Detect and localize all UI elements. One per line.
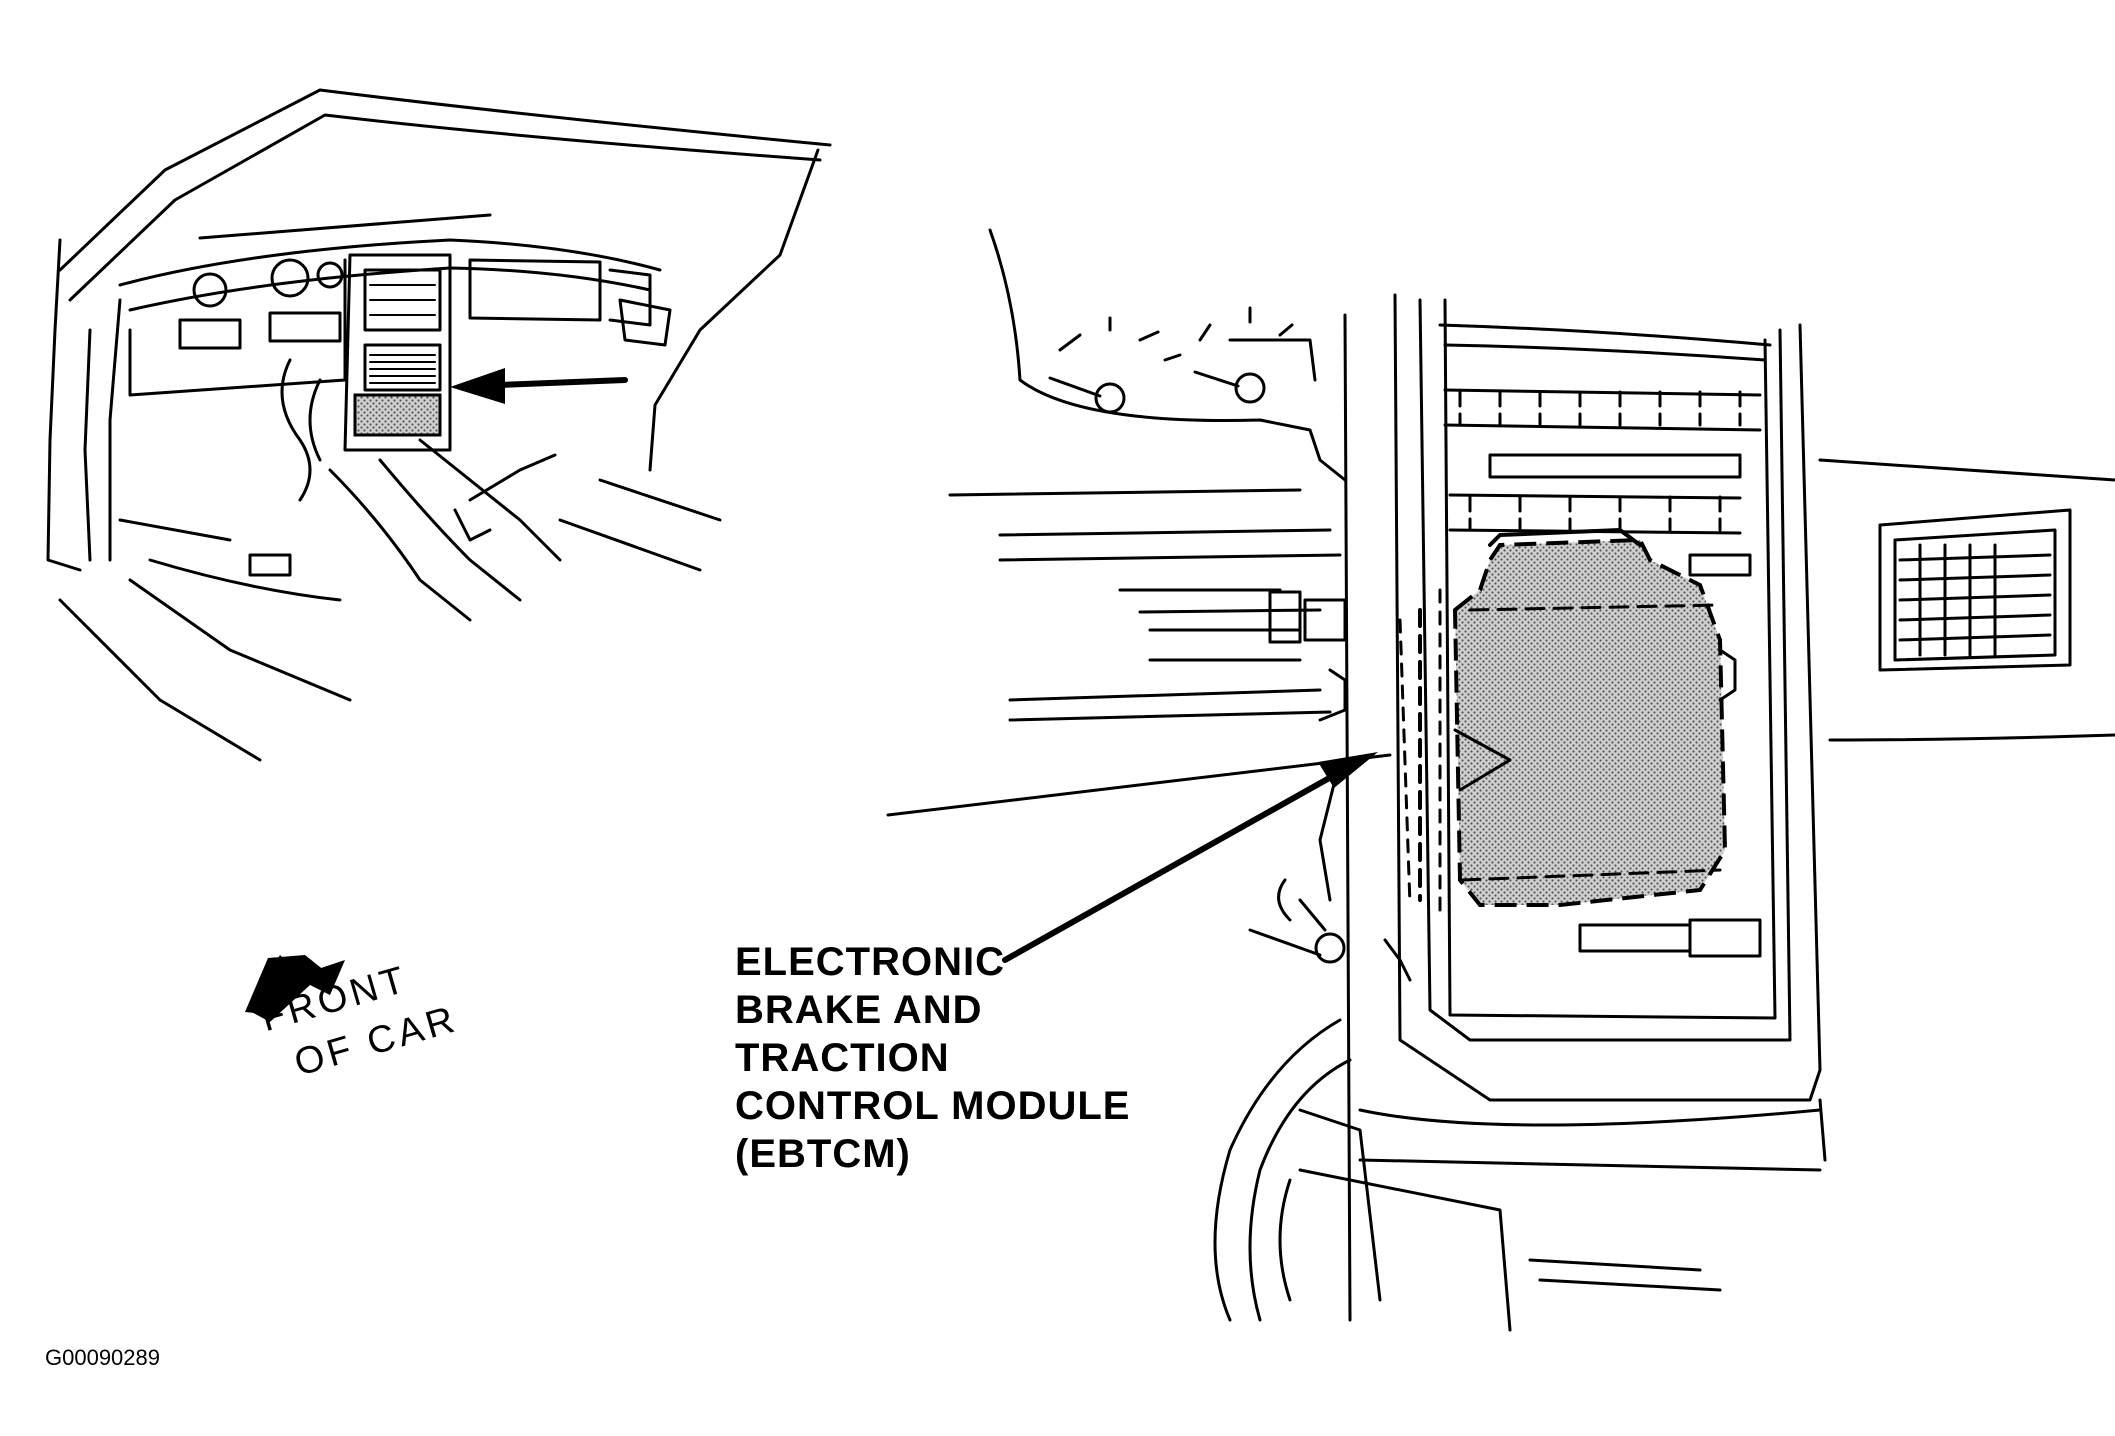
callout-line-1: ELECTRONIC <box>735 940 1005 984</box>
ebtcm-callout-arrow-icon <box>1002 752 1378 963</box>
ebtcm-callout-label: ELECTRONIC BRAKE AND TRACTION CONTROL MO… <box>735 938 1130 1178</box>
ebtcm-module <box>1383 528 1737 982</box>
callout-line-2: BRAKE AND <box>735 988 983 1032</box>
direction-arrow-icon <box>245 955 345 1022</box>
callout-line-5: (EBTCM) <box>735 1132 911 1176</box>
dashboard-overview-inset <box>46 88 832 762</box>
location-arrow-icon <box>450 368 628 404</box>
console-closeup <box>886 228 2115 1332</box>
reference-line <box>886 753 1392 817</box>
figure-id: G00090289 <box>45 1345 160 1370</box>
callout-line-3: TRACTION <box>735 1036 950 1080</box>
callout-line-4: CONTROL MODULE <box>735 1084 1131 1128</box>
